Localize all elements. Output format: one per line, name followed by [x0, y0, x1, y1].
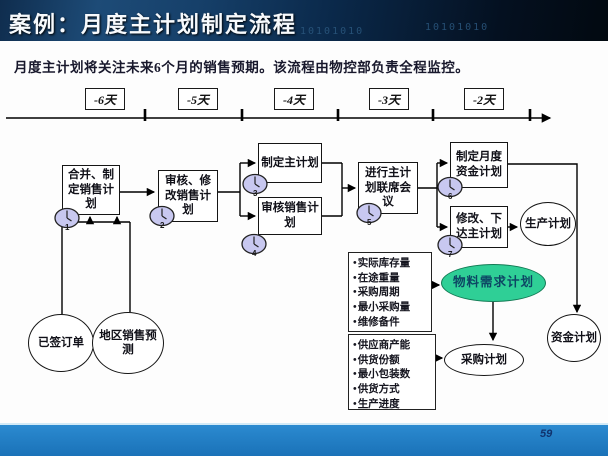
clock-number: 3 — [253, 189, 258, 198]
list-item: 维修备件 — [353, 316, 428, 331]
clock-number: 5 — [367, 218, 372, 227]
clock-icon: 2 — [149, 205, 177, 231]
box-modify-issue-plan: 修改、下达主计划 — [450, 206, 508, 248]
timeline-label-minus5: -5天 — [178, 88, 218, 110]
box-monthly-capital-plan: 制定月度资金计划 — [450, 142, 508, 188]
clock-icon: 6 — [437, 176, 465, 202]
clock-number: 2 — [160, 221, 165, 230]
list-item: 实际库存量 — [353, 257, 428, 272]
binary-watermark: 10101010 — [300, 26, 365, 37]
clock-icon: 5 — [356, 202, 384, 228]
ellipse-material-requirements-plan: 物料需求计划 — [441, 264, 546, 302]
clock-number: 1 — [65, 223, 70, 232]
box-make-master-plan: 制定主计划 — [258, 143, 322, 183]
page-number: 59 — [540, 428, 553, 440]
binary-watermark: 10101010 — [425, 22, 490, 33]
footer-bar — [0, 423, 608, 456]
box-merge-sales-plan: 合并、制定销售计划 — [62, 165, 120, 215]
input-list-supplier: 供应商产能 供货份额 最小包装数 供货方式 生产进度 — [348, 334, 436, 410]
clock-number: 7 — [448, 250, 453, 259]
input-list-inventory: 实际库存量 在途重量 采购周期 最小采购量 维修备件 — [348, 252, 432, 332]
ellipse-regional-forecast: 地区销售预测 — [92, 312, 164, 374]
ellipse-capital-plan: 资金计划 — [547, 314, 601, 362]
timeline-label-minus2: -2天 — [464, 88, 504, 110]
clock-number: 6 — [448, 192, 453, 201]
clock-number: 4 — [252, 249, 257, 258]
timeline-label-minus4: -4天 — [274, 88, 314, 110]
clock-icon: 7 — [437, 234, 465, 260]
box-review-modify-sales: 审核、修改销售计划 — [158, 170, 218, 222]
clock-icon: 3 — [242, 173, 270, 199]
list-item: 采购周期 — [353, 286, 428, 301]
timeline-ticks — [143, 109, 532, 121]
ellipse-purchase-plan: 采购计划 — [444, 344, 524, 376]
list-item: 最小采购量 — [353, 301, 428, 316]
list-item: 供货份额 — [353, 354, 432, 369]
clock-icon: 4 — [241, 233, 269, 259]
ellipse-production-plan: 生产计划 — [520, 202, 576, 246]
timeline-label-minus3: -3天 — [369, 88, 409, 110]
box-review-sales-plan: 审核销售计划 — [258, 197, 322, 235]
list-item: 在途重量 — [353, 272, 428, 287]
box-joint-meeting: 进行主计划联席会议 — [358, 162, 418, 214]
ellipse-signed-orders: 已签订单 — [28, 314, 94, 372]
slide-subtitle: 月度主计划将关注未来6个月的销售预期。该流程由物控部负责全程监控。 — [14, 60, 470, 75]
slide-header: 案例：月度主计划制定流程 10101010 10101010 — [0, 0, 608, 41]
list-item: 生产进度 — [353, 398, 432, 413]
list-item: 最小包装数 — [353, 368, 432, 383]
clock-icon: 1 — [54, 207, 82, 233]
timeline-label-minus6: -6天 — [85, 88, 125, 110]
list-item: 供货方式 — [353, 383, 432, 398]
list-item: 供应商产能 — [353, 339, 432, 354]
slide-title: 案例：月度主计划制定流程 — [9, 12, 298, 37]
